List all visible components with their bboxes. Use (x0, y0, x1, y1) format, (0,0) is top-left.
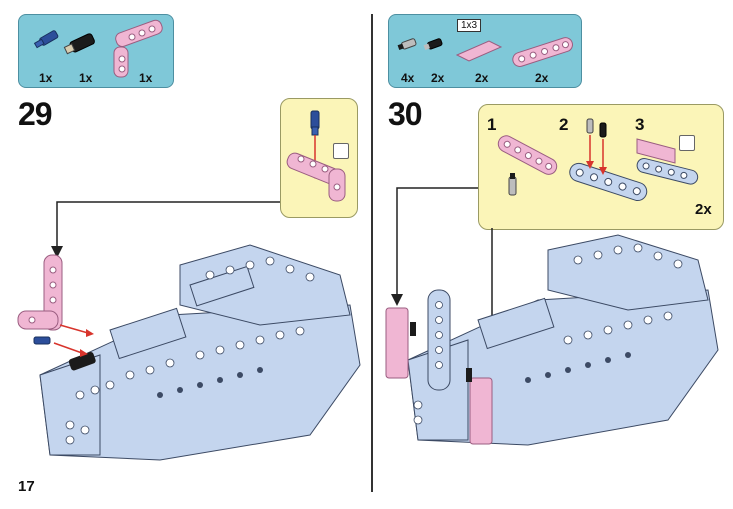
step29-callout-art (286, 110, 346, 202)
substep-number: 2 (559, 115, 569, 134)
black-pin-icon (423, 38, 443, 51)
qty-label: 2x (475, 71, 489, 85)
red-arrow-icon (53, 324, 89, 354)
qty-label: 1x (79, 71, 93, 85)
step29-parts-art (33, 19, 163, 78)
step29-callout (280, 98, 358, 218)
step29-connector (51, 201, 280, 258)
rotate-icon (679, 135, 695, 151)
page-number: 17 (18, 478, 35, 495)
black-axle-pin-icon (68, 351, 96, 371)
blue-pin-icon (33, 30, 59, 49)
pink-tile-icon (455, 40, 503, 62)
substep-number: 3 (635, 115, 645, 134)
pink-l-beam-icon (113, 19, 163, 78)
step30-callout: 1 2 3 (478, 104, 724, 230)
small-pin-icon (410, 322, 472, 382)
pink-tile-icon (385, 307, 493, 445)
pink-l-beam-icon (17, 254, 63, 331)
qty-label: 2x (431, 71, 445, 85)
qty-label: 1x (139, 71, 153, 85)
small-pin-icon (397, 38, 417, 51)
step29-parts-box: 1x 1x 1x (18, 14, 174, 88)
substep-number: 1 (487, 115, 497, 134)
step30-callout-art (497, 118, 699, 201)
black-axle-pin-icon (63, 33, 95, 55)
small-pin-icon (508, 173, 517, 196)
pink-tile-icon (636, 138, 676, 164)
qty-label: 4x (401, 71, 415, 85)
small-pin-icon (586, 118, 607, 138)
step30-model-illustration (385, 234, 719, 446)
pink-beam-icon (512, 37, 573, 67)
pink-beam-icon (569, 162, 648, 201)
step-divider (371, 14, 373, 492)
step-number-29: 29 (18, 96, 53, 132)
qty-label: 2x (535, 71, 549, 85)
step29-model-illustration (17, 244, 361, 461)
pink-beam-icon (497, 135, 558, 175)
substep-multiplier: 2x (695, 201, 712, 218)
tile-size-tag: 1x3 (457, 19, 482, 32)
blue-pin-icon (310, 110, 320, 136)
red-arrow-icon (589, 135, 604, 169)
pink-l-beam-icon (286, 152, 346, 202)
rotate-icon (333, 143, 349, 159)
qty-label: 1x (39, 71, 53, 85)
step30-parts-art (397, 37, 573, 67)
pink-beam-icon (636, 157, 699, 185)
step30-parts-box: 1x3 4x 2x 2x 2x (388, 14, 582, 88)
blue-pin-icon (33, 336, 51, 345)
step-number-30: 30 (388, 96, 423, 132)
